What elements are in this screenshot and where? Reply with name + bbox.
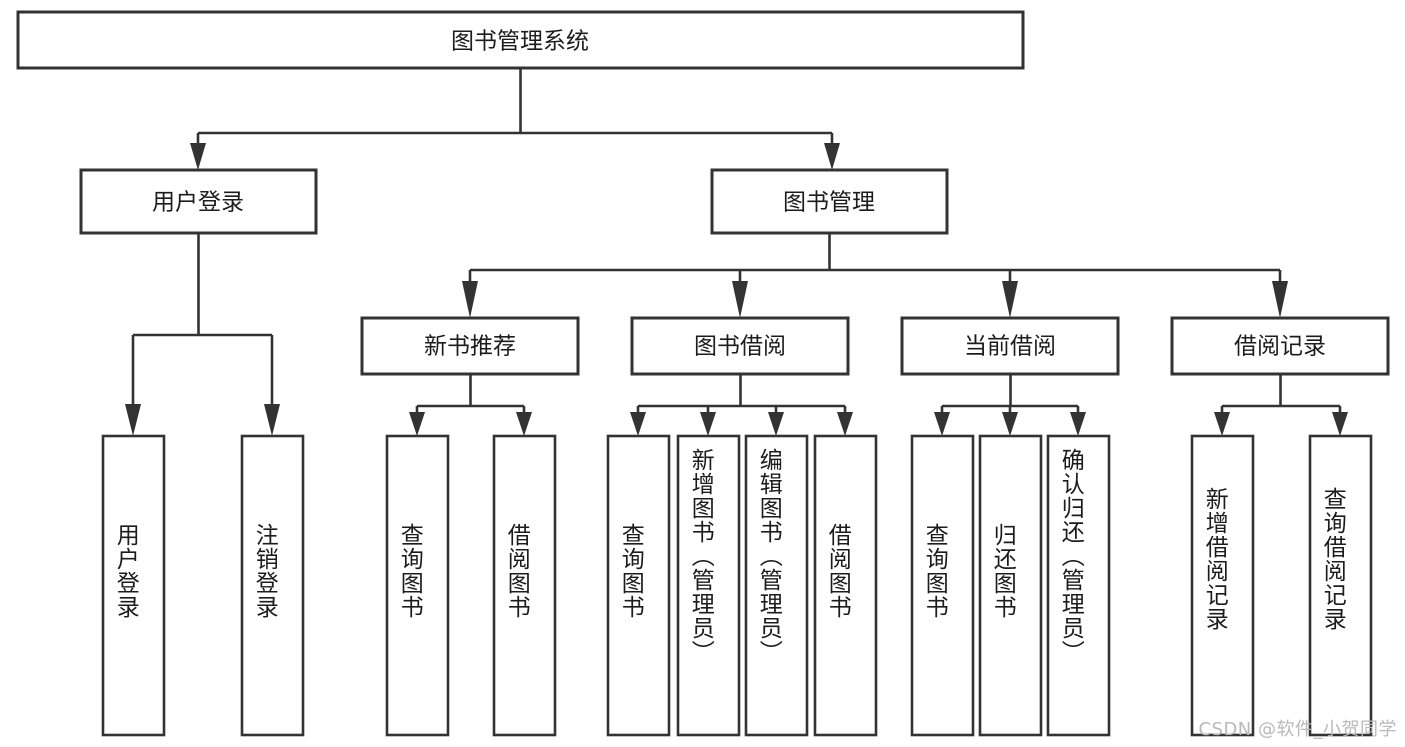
arrow-head-icon xyxy=(630,412,646,436)
node-new-book-recommend-label: 新书推荐 xyxy=(424,334,516,360)
node-user-login-label: 用户登录 xyxy=(152,190,244,216)
node-leaf-query-book-1-box[interactable] xyxy=(385,434,450,737)
node-leaf-edit-book-box[interactable] xyxy=(744,434,809,737)
node-leaf-query-book-2-box[interactable] xyxy=(606,434,671,737)
node-borrow-record[interactable]: 借阅记录 xyxy=(1170,316,1390,376)
node-current-borrow[interactable]: 当前借阅 xyxy=(900,316,1120,376)
node-current-borrow-label: 当前借阅 xyxy=(964,334,1056,360)
node-user-login[interactable]: 用户登录 xyxy=(79,168,318,235)
node-book-borrow[interactable]: 图书借阅 xyxy=(630,316,850,376)
arrow-head-icon xyxy=(264,404,280,436)
node-box xyxy=(79,168,318,235)
arrow-head-icon xyxy=(700,412,716,436)
arrow-head-icon xyxy=(934,412,950,436)
node-box xyxy=(1170,316,1390,376)
node-book-manage[interactable]: 图书管理 xyxy=(710,168,949,235)
node-borrow-record-label: 借阅记录 xyxy=(1234,334,1326,360)
arrow-head-icon xyxy=(732,281,748,318)
arrow-head-icon xyxy=(516,412,532,436)
connector-bookmanage-to-level3 xyxy=(462,233,1288,318)
arrow-head-icon xyxy=(1272,281,1288,318)
node-box xyxy=(710,168,949,235)
arrow-head-icon xyxy=(1214,412,1230,436)
connector-currentborrow-to-leaves xyxy=(934,374,1086,436)
node-box xyxy=(900,316,1120,376)
arrow-head-icon xyxy=(462,281,478,318)
node-new-book-recommend[interactable]: 新书推荐 xyxy=(360,316,580,376)
arrow-head-icon xyxy=(1070,412,1086,436)
arrow-head-icon xyxy=(768,412,784,436)
node-leaf-add-book-box[interactable] xyxy=(676,434,741,737)
node-leaf-borrow-book-2-box[interactable] xyxy=(813,434,878,737)
node-book-borrow-label: 图书借阅 xyxy=(694,334,786,360)
node-box xyxy=(630,316,850,376)
node-book-manage-label: 图书管理 xyxy=(783,190,875,216)
node-leaf-return-book-box[interactable] xyxy=(978,434,1043,737)
arrow-head-icon xyxy=(1002,281,1018,318)
arrow-head-icon xyxy=(190,143,206,170)
node-root-label: 图书管理系统 xyxy=(451,29,589,55)
node-leaf-borrow-book-1-box[interactable] xyxy=(492,434,557,737)
arrow-head-icon xyxy=(1332,412,1348,436)
arrow-head-icon xyxy=(409,412,425,436)
connector-borrowrecord-to-leaves xyxy=(1214,374,1348,436)
node-leaf-user-logout-box[interactable] xyxy=(240,434,305,737)
node-box xyxy=(360,316,580,376)
connector-newbook-to-leaves xyxy=(409,374,532,436)
arrow-head-icon xyxy=(125,404,141,436)
node-box xyxy=(16,10,1025,70)
arrow-head-icon xyxy=(1002,412,1018,436)
node-leaf-query-record-box[interactable] xyxy=(1308,434,1373,737)
node-leaf-query-book-3-box[interactable] xyxy=(910,434,975,737)
connector-userlogin-to-leaves xyxy=(125,233,280,436)
connector-bookborrow-to-leaves xyxy=(630,374,853,436)
node-leaf-add-record-box[interactable] xyxy=(1190,434,1255,737)
node-leaf-user-login-box[interactable] xyxy=(101,434,166,737)
csdn-watermark: CSDN @软件_小贺同学 xyxy=(1198,719,1397,740)
connector-root-to-level2 xyxy=(190,68,840,170)
node-root[interactable]: 图书管理系统 xyxy=(16,10,1025,70)
node-leaf-confirm-return-box[interactable] xyxy=(1046,434,1111,737)
arrow-head-icon xyxy=(837,412,853,436)
arrow-head-icon xyxy=(824,143,840,170)
